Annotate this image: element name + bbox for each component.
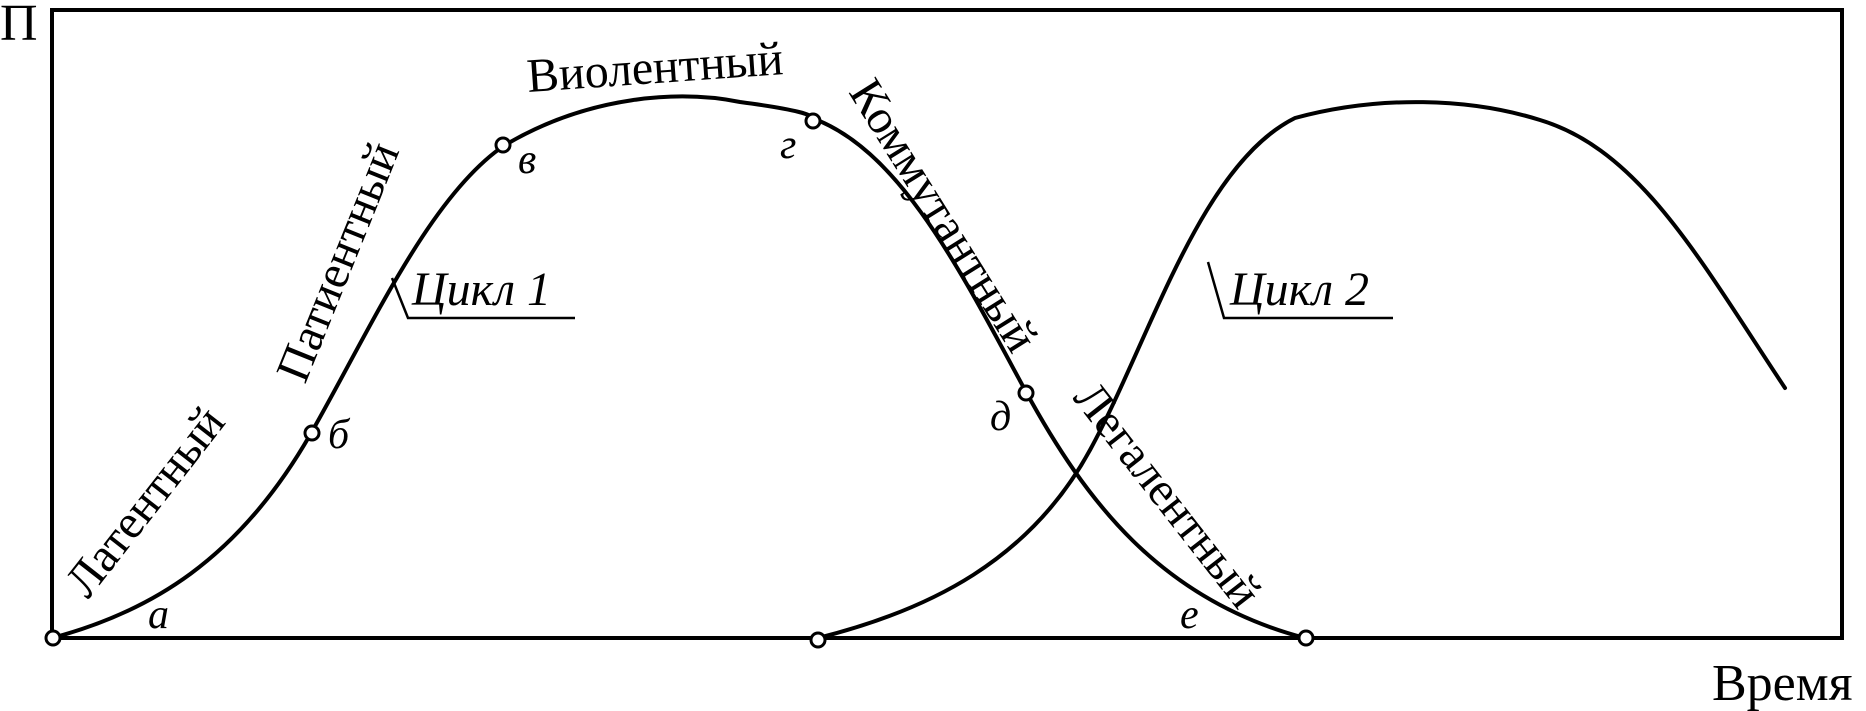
cycle-2-curve bbox=[816, 100, 1787, 640]
phase-commutant-label: Коммутантный bbox=[839, 70, 1049, 362]
cycle-1-leader bbox=[390, 277, 575, 320]
cycle-1-curve bbox=[50, 94, 1307, 640]
point-a-label: а bbox=[148, 592, 169, 638]
point-g-label: г bbox=[780, 122, 796, 168]
y-axis-label: П bbox=[0, 0, 38, 52]
cycle-1-label: Цикл 1 bbox=[411, 263, 551, 316]
x-axis-label: Время bbox=[1712, 655, 1853, 711]
phase-latent-label: Латентный bbox=[55, 397, 235, 607]
phase-violent-label: Виолентный bbox=[525, 32, 785, 103]
phase-patient-label: Патиентный bbox=[266, 135, 410, 389]
point-e-label: е bbox=[1180, 592, 1199, 638]
point-g-marker bbox=[804, 112, 822, 130]
point-d-label: д bbox=[990, 394, 1011, 440]
point-b-marker bbox=[303, 424, 321, 442]
point-e-marker bbox=[1297, 629, 1315, 647]
point-b-label: б bbox=[328, 412, 351, 458]
cycle-2-leader bbox=[1206, 261, 1393, 320]
chart-frame bbox=[50, 8, 1844, 640]
point-a-marker bbox=[44, 629, 62, 647]
point-d-marker bbox=[1017, 384, 1035, 402]
point-v-label: в bbox=[518, 137, 536, 183]
cycle-2-start-marker bbox=[809, 631, 827, 649]
point-v-marker bbox=[494, 136, 512, 154]
cycle-2-label: Цикл 2 bbox=[1229, 263, 1369, 316]
